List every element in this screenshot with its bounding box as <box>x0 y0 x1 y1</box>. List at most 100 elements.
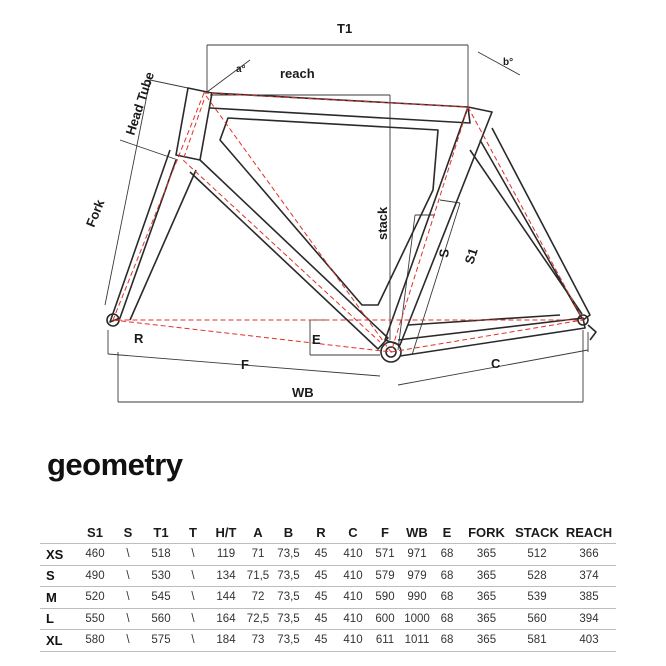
table-cell: 45 <box>305 607 337 630</box>
table-cell: 71 <box>244 543 272 565</box>
table-cell: 560 <box>144 607 178 630</box>
table-cell: 366 <box>562 543 616 565</box>
table-cell: 365 <box>461 629 512 652</box>
table-cell: 560 <box>512 607 562 630</box>
table-cell: 512 <box>512 543 562 565</box>
centerline-geometry <box>112 92 584 354</box>
table-cell: 68 <box>433 629 461 652</box>
stack-label: stack <box>375 206 390 240</box>
table-cell: 365 <box>461 607 512 630</box>
table-cell: 68 <box>433 607 461 630</box>
table-cell: 73 <box>244 629 272 652</box>
column-header: C <box>348 524 358 540</box>
table-cell: 144 <box>208 586 244 608</box>
table-cell: 73,5 <box>272 586 305 608</box>
table-cell: \ <box>178 543 208 565</box>
column-header: F <box>381 524 389 540</box>
table-cell: 410 <box>337 564 369 587</box>
table-cell: 530 <box>144 564 178 587</box>
table-cell: \ <box>178 607 208 630</box>
table-cell: 410 <box>337 629 369 652</box>
table-cell: 545 <box>144 586 178 608</box>
column-header: A <box>253 524 263 540</box>
column-header: STACK <box>515 524 559 540</box>
table-cell: 45 <box>305 629 337 652</box>
table-cell: \ <box>178 586 208 608</box>
reach-label: reach <box>280 66 315 81</box>
table-cell: 575 <box>144 629 178 652</box>
table-cell: 490 <box>78 564 112 587</box>
table-cell: 73,5 <box>272 629 305 652</box>
f-label: F <box>241 357 249 372</box>
table-cell: 539 <box>512 586 562 608</box>
table-cell: 68 <box>433 586 461 608</box>
wb-label: WB <box>292 385 314 400</box>
table-cell: 73,5 <box>272 607 305 630</box>
s1-label: S1 <box>462 246 481 266</box>
table-cell: 73,5 <box>272 543 305 565</box>
table-cell: 518 <box>144 543 178 565</box>
table-cell: 73,5 <box>272 564 305 587</box>
table-cell: 365 <box>461 564 512 587</box>
fork-label: Fork <box>83 197 108 229</box>
size-label: L <box>40 607 78 630</box>
table-cell: 410 <box>337 607 369 630</box>
table-cell: \ <box>112 564 144 587</box>
table-cell: 45 <box>305 543 337 565</box>
table-cell: 580 <box>78 629 112 652</box>
s-label: S <box>436 248 452 259</box>
frame-geometry-diagram: T1 a° reach b° Head Tube Fork stack S S1… <box>83 21 597 403</box>
table-cell: 520 <box>78 586 112 608</box>
table-header-row: S1 S T1 T H/T A B R C F WB E FORK STACK … <box>40 521 616 544</box>
table-cell: 611 <box>369 629 401 652</box>
r-label: R <box>134 331 144 346</box>
column-header: S <box>123 524 133 540</box>
column-header: R <box>316 524 326 540</box>
table-cell: 990 <box>401 586 433 608</box>
table-cell: \ <box>112 543 144 565</box>
table-cell: 460 <box>78 543 112 565</box>
table-cell: 68 <box>433 564 461 587</box>
table-cell: 68 <box>433 543 461 565</box>
column-header <box>40 521 78 544</box>
column-header: T <box>189 524 197 540</box>
e-label: E <box>312 332 321 347</box>
geometry-title: geometry <box>47 447 183 482</box>
table-cell: 385 <box>562 586 616 608</box>
table-cell: 119 <box>208 543 244 565</box>
table-cell: 365 <box>461 586 512 608</box>
table-cell: 410 <box>337 543 369 565</box>
table-cell: 550 <box>78 607 112 630</box>
c-label: C <box>491 356 501 371</box>
table-cell: 581 <box>512 629 562 652</box>
table-cell: 410 <box>337 586 369 608</box>
column-header: B <box>283 524 294 540</box>
column-header: T1 <box>153 524 169 540</box>
table-cell: 365 <box>461 543 512 565</box>
column-header: REACH <box>565 524 613 540</box>
size-label: M <box>40 586 78 608</box>
table-cell: \ <box>112 586 144 608</box>
table-cell: 72 <box>244 586 272 608</box>
table-cell: 184 <box>208 629 244 652</box>
table-cell: 590 <box>369 586 401 608</box>
table-cell: 45 <box>305 564 337 587</box>
table-cell: 579 <box>369 564 401 587</box>
table-cell: 600 <box>369 607 401 630</box>
frame-outline <box>106 87 597 363</box>
geometry-table: S1 S T1 T H/T A B R C F WB E FORK STACK … <box>40 521 616 652</box>
table-cell: 72,5 <box>244 607 272 630</box>
table-cell: 45 <box>305 586 337 608</box>
angle-b-label: b° <box>503 57 513 68</box>
column-header: E <box>442 524 452 540</box>
table-cell: 71,5 <box>244 564 272 587</box>
table-cell: 571 <box>369 543 401 565</box>
table-cell: \ <box>112 629 144 652</box>
table-cell: 374 <box>562 564 616 587</box>
table-cell: \ <box>178 564 208 587</box>
